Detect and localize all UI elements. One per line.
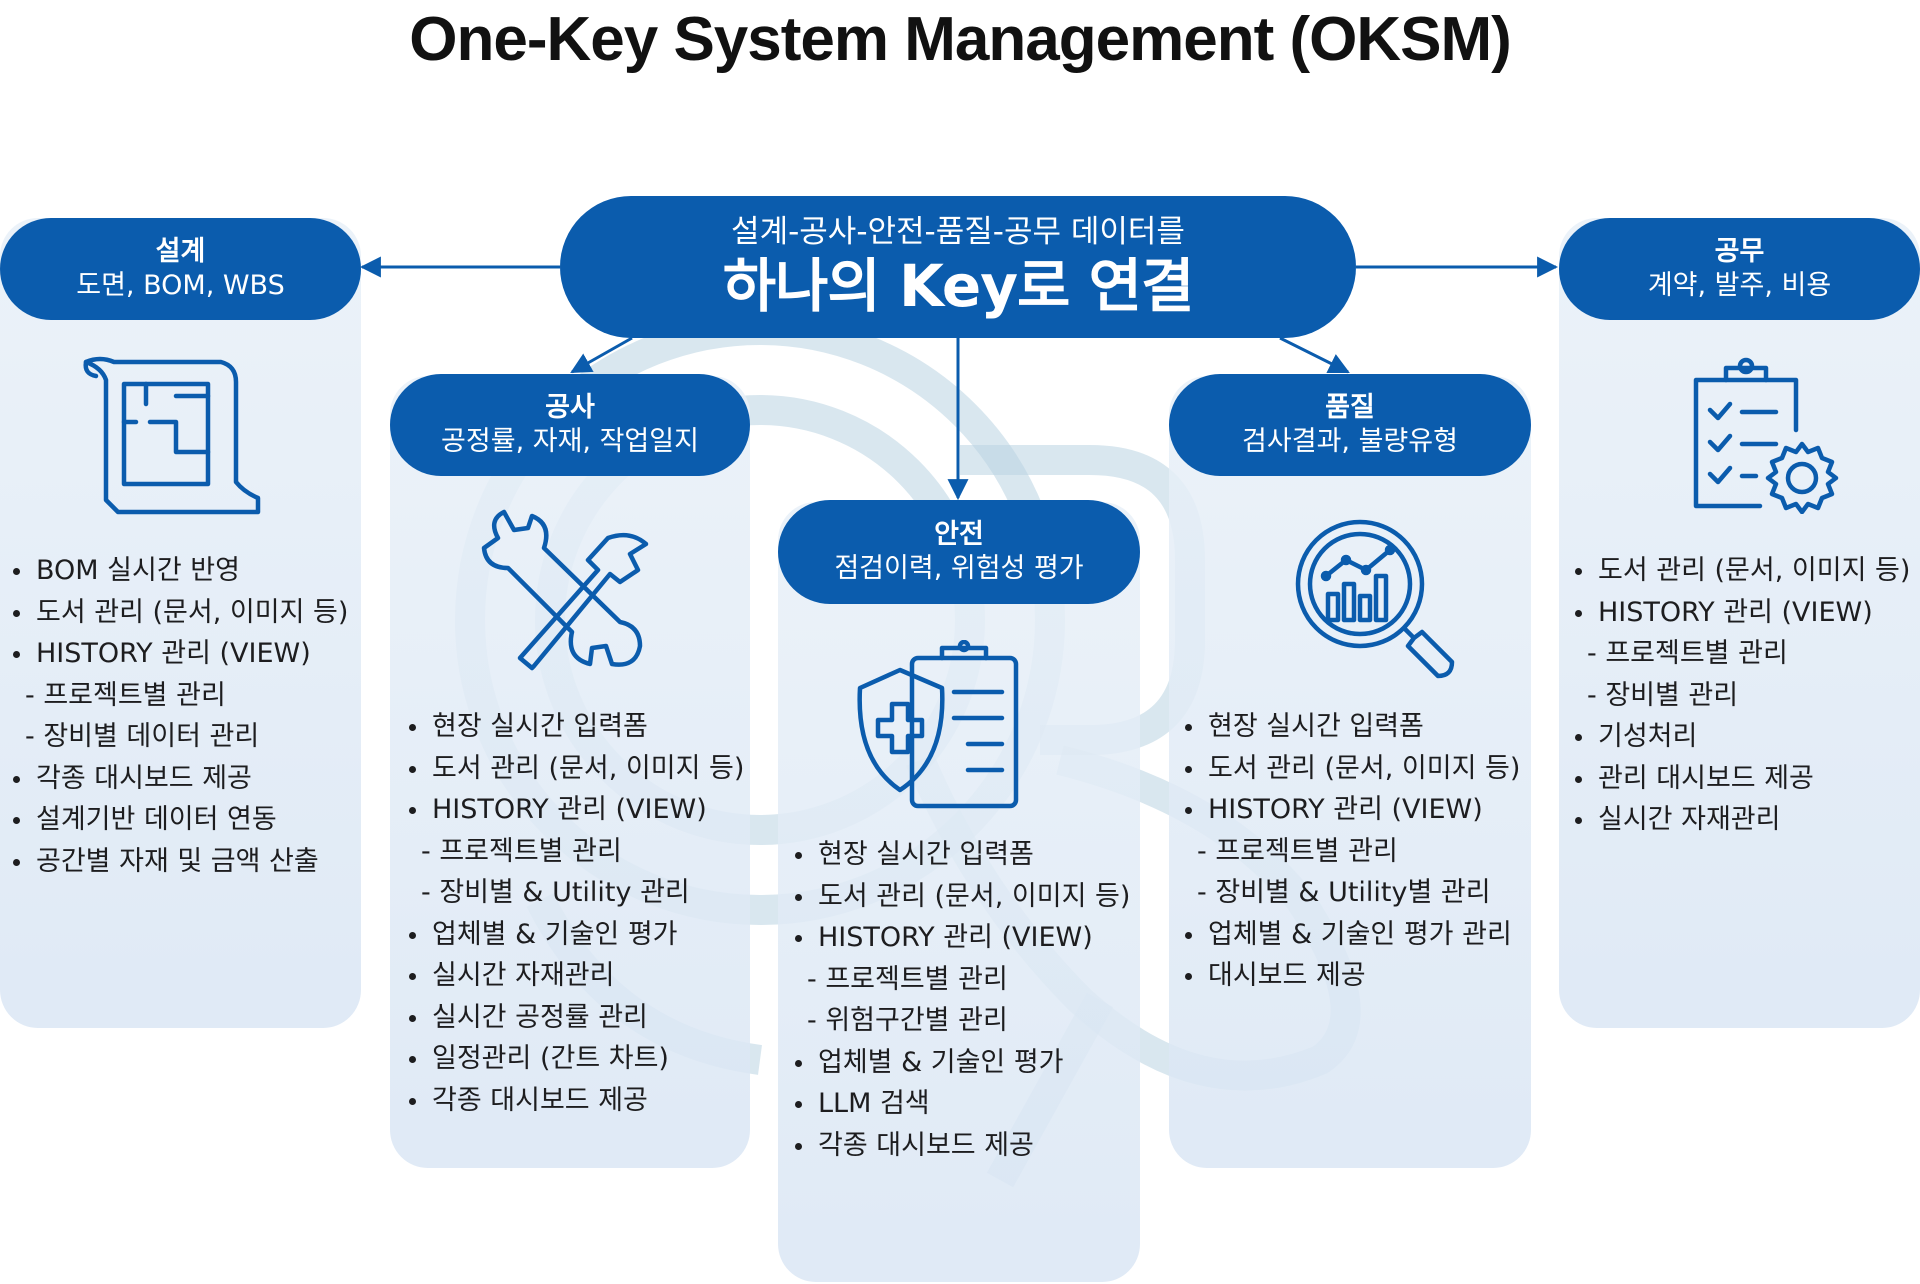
- list-item: HISTORY 관리 (VIEW): [1182, 789, 1520, 831]
- quality-panel: [1169, 376, 1531, 1168]
- admin-item-list: 도서 관리 (문서, 이미지 등) HISTORY 관리 (VIEW) - 프로…: [1572, 550, 1910, 841]
- quality-item-list: 현장 실시간 입력폼 도서 관리 (문서, 이미지 등) HISTORY 관리 …: [1182, 706, 1520, 997]
- list-item: - 프로젝트별 관리: [421, 835, 622, 867]
- list-item: 현장 실시간 입력폼: [792, 834, 1130, 876]
- clipboard-gear-icon: [1693, 357, 1839, 514]
- admin-title: 공무: [1714, 235, 1765, 267]
- design-panel: [0, 218, 361, 1028]
- list-item: 설계기반 데이터 연동: [10, 799, 348, 841]
- arrow-to-construction: [570, 336, 633, 374]
- quality-title: 품질: [1325, 391, 1375, 423]
- list-item: 도서 관리 (문서, 이미지 등): [406, 748, 744, 790]
- list-item: HISTORY 관리 (VIEW): [406, 789, 744, 831]
- center-subtitle: 설계-공사-안전-품질-공무 데이터를: [731, 213, 1185, 250]
- shield-clipboard-icon: [857, 640, 1019, 809]
- list-item: - 프로젝트별 관리: [25, 679, 226, 711]
- list-item: 기성처리: [1572, 716, 1910, 758]
- list-item: LLM 검색: [792, 1083, 1130, 1125]
- list-item: 일정관리 (간트 차트): [406, 1038, 744, 1080]
- safety-title: 안전: [934, 518, 984, 550]
- wrench-hammer-icon: [481, 509, 649, 671]
- list-item: - 위험구간별 관리: [807, 1005, 1008, 1036]
- center-headline: 하나의 Key로 연결: [722, 251, 1195, 320]
- construction-header: 공사 공정률, 자재, 작업일지: [390, 374, 750, 476]
- list-item: 각종 대시보드 제공: [10, 758, 348, 800]
- blueprint-icon: [83, 356, 261, 515]
- list-item: 현장 실시간 입력폼: [1182, 706, 1520, 748]
- list-item: 공간별 자재 및 금액 산출: [10, 841, 348, 883]
- list-item: - 프로젝트별 관리: [807, 963, 1008, 995]
- list-item: HISTORY 관리 (VIEW): [792, 917, 1130, 959]
- list-item: 관리 대시보드 제공: [1572, 758, 1910, 800]
- list-item: 실시간 공정률 관리: [406, 997, 744, 1039]
- safety-item-list: 현장 실시간 입력폼 도서 관리 (문서, 이미지 등) HISTORY 관리 …: [792, 834, 1130, 1166]
- design-subtitle: 도면, BOM, WBS: [76, 270, 285, 302]
- list-item: - 프로젝트별 관리: [1197, 835, 1398, 867]
- list-item: 실시간 자재관리: [406, 955, 744, 997]
- list-item: 도서 관리 (문서, 이미지 등): [1572, 550, 1910, 592]
- construction-subtitle: 공정률, 자재, 작업일지: [441, 426, 699, 458]
- list-item: - 장비별 & Utility 관리: [421, 877, 690, 908]
- magnifier-chart-icon: [1295, 519, 1455, 679]
- list-item: 실시간 자재관리: [1572, 799, 1910, 841]
- construction-item-list: 현장 실시간 입력폼 도서 관리 (문서, 이미지 등) HISTORY 관리 …: [406, 706, 744, 1121]
- admin-panel: [1559, 218, 1920, 1028]
- list-item: 도서 관리 (문서, 이미지 등): [10, 592, 348, 634]
- design-item-list: BOM 실시간 반영 도서 관리 (문서, 이미지 등) HISTORY 관리 …: [10, 550, 348, 882]
- safety-panel: [778, 502, 1140, 1282]
- safety-subtitle: 점검이력, 위험성 평가: [834, 553, 1084, 585]
- list-item: HISTORY 관리 (VIEW): [1572, 592, 1910, 634]
- design-header: 설계 도면, BOM, WBS: [0, 218, 361, 320]
- list-item: 대시보드 제공: [1182, 955, 1520, 997]
- list-item: HISTORY 관리 (VIEW): [10, 633, 348, 675]
- list-item: 도서 관리 (문서, 이미지 등): [1182, 748, 1520, 790]
- list-item: - 프로젝트별 관리: [1587, 638, 1788, 669]
- arrow-to-quality: [1279, 336, 1350, 374]
- construction-panel: [390, 376, 750, 1168]
- list-item: 업체별 & 기술인 평가: [792, 1042, 1130, 1084]
- list-item: - 장비별 데이터 관리: [25, 721, 260, 752]
- list-item: - 장비별 & Utility별 관리: [1197, 877, 1491, 908]
- list-item: 업체별 & 기술인 평가 관리: [1182, 914, 1520, 956]
- list-item: - 장비별 관리: [1587, 679, 1739, 711]
- list-item: 업체별 & 기술인 평가: [406, 914, 744, 956]
- list-item: 도서 관리 (문서, 이미지 등): [792, 876, 1130, 918]
- construction-title: 공사: [545, 391, 595, 423]
- quality-subtitle: 검사결과, 불량유형: [1242, 426, 1458, 458]
- center-hub: 설계-공사-안전-품질-공무 데이터를 하나의 Key로 연결: [560, 196, 1356, 338]
- admin-header: 공무 계약, 발주, 비용: [1559, 218, 1920, 320]
- list-item: 현장 실시간 입력폼: [406, 706, 744, 748]
- safety-header: 안전 점검이력, 위험성 평가: [778, 500, 1140, 604]
- list-item: 각종 대시보드 제공: [406, 1080, 744, 1122]
- admin-subtitle: 계약, 발주, 비용: [1647, 270, 1832, 302]
- design-title: 설계: [155, 235, 206, 267]
- list-item: 각종 대시보드 제공: [792, 1125, 1130, 1167]
- page-title: One-Key System Management (OKSM): [409, 5, 1511, 74]
- list-item: BOM 실시간 반영: [10, 550, 348, 592]
- quality-header: 품질 검사결과, 불량유형: [1169, 374, 1531, 476]
